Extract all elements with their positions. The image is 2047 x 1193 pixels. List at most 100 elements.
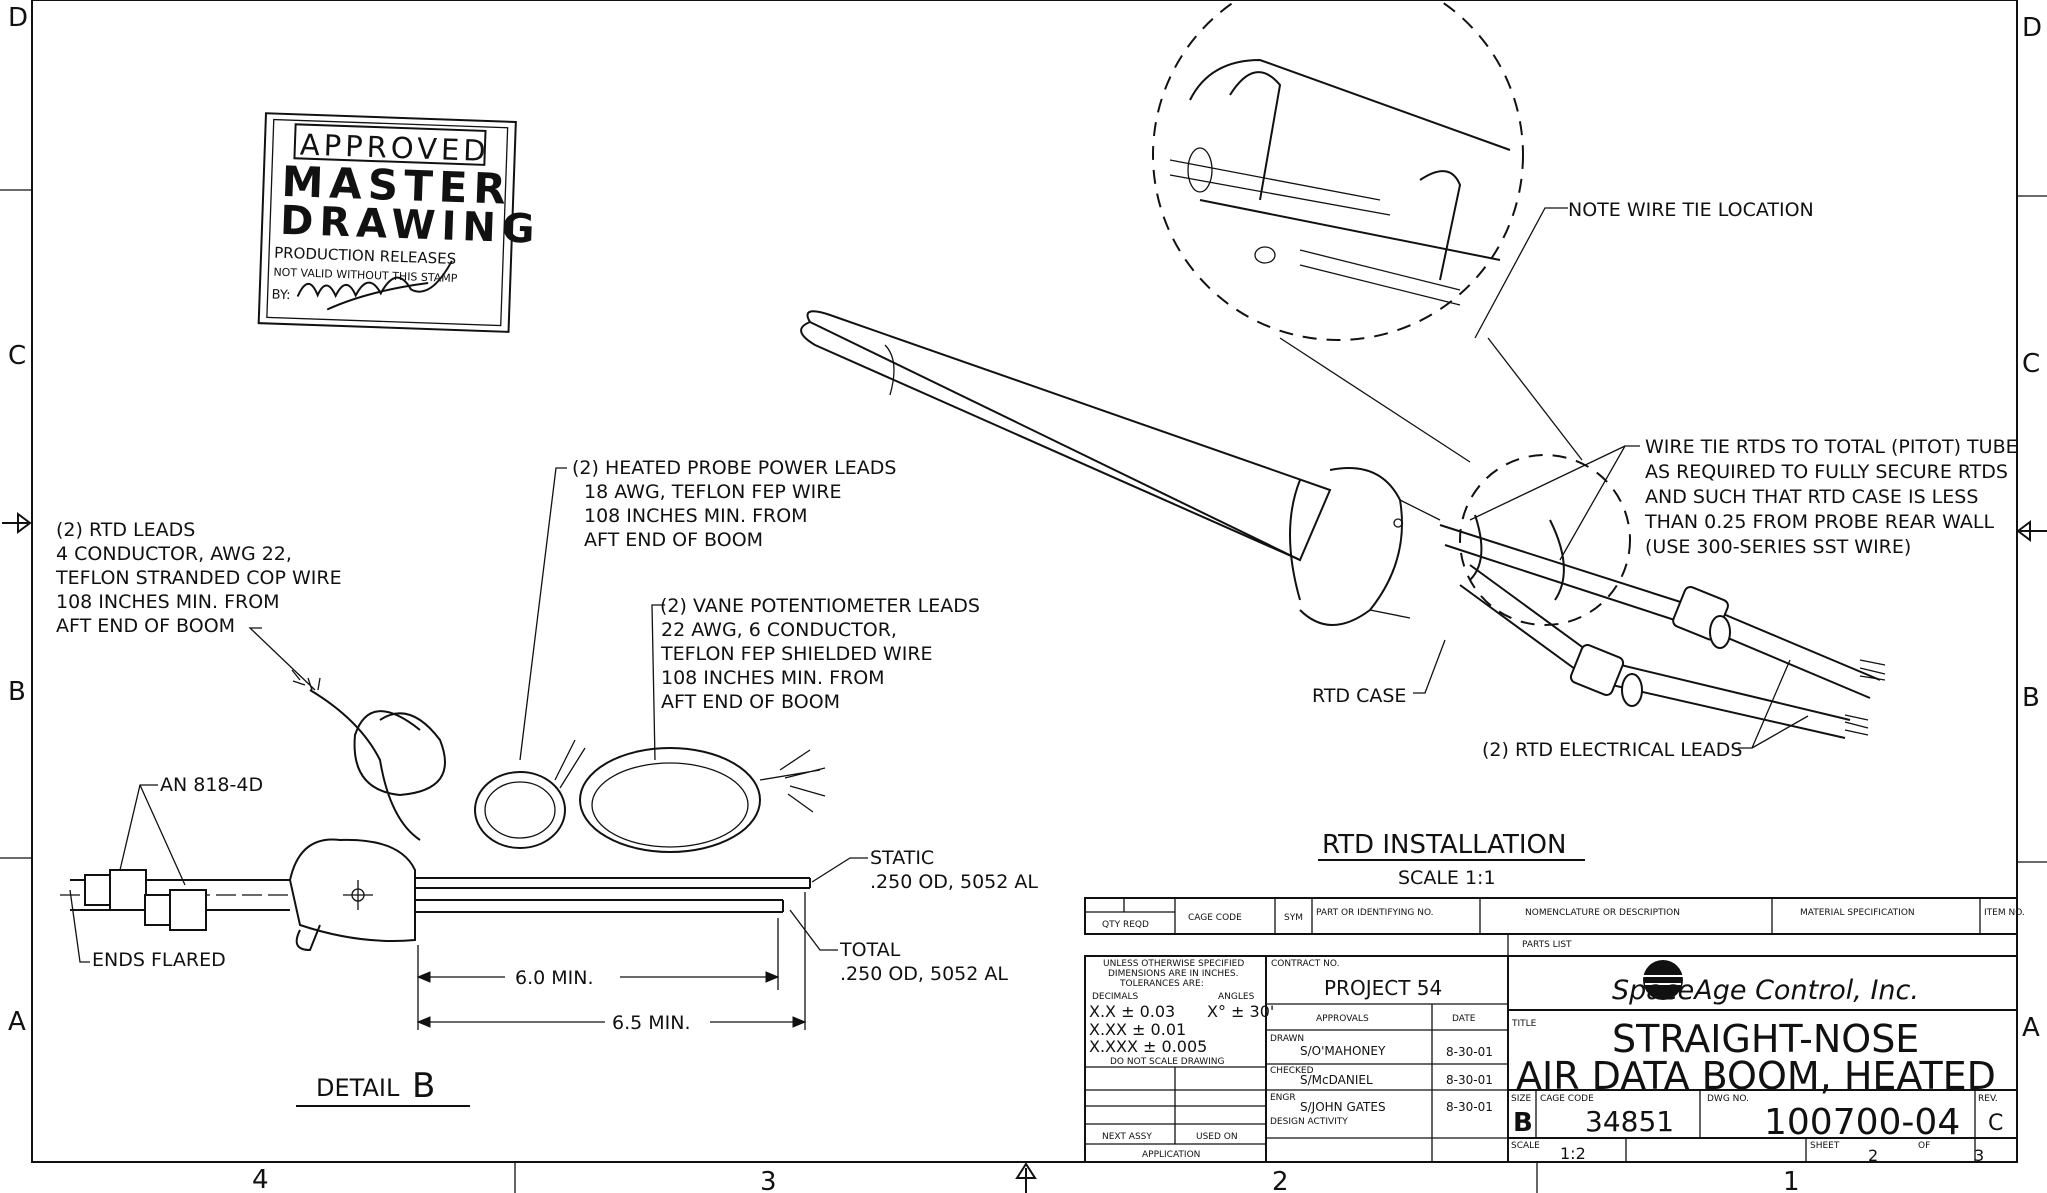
callout-vane-pot-line-2: 22 AWG, 6 CONDUCTOR,: [661, 619, 897, 641]
cage-label: CAGE CODE: [1540, 1094, 1594, 1104]
parts-header-material: MATERIAL SPECIFICATION: [1800, 908, 1915, 918]
title-line-1: STRAIGHT-NOSE: [1612, 1017, 1919, 1061]
parts-header-nomenclature: NOMENCLATURE OR DESCRIPTION: [1525, 908, 1680, 918]
callout-heated-probe-leads: (2) HEATED PROBE POWER LEADS 18 AWG, TEF…: [572, 457, 896, 551]
drawn-label: DRAWN: [1270, 1034, 1304, 1044]
tol-note-3: TOLERANCES ARE:: [1119, 979, 1204, 989]
of-value: 3: [1974, 1146, 1984, 1165]
callout-wire-tie-rtds-line-5: (USE 300-SERIES SST WIRE): [1645, 536, 1911, 558]
stamp-signature: [296, 260, 453, 311]
stamp-line-drawing: DRAWING: [279, 198, 541, 253]
callout-heated-probe-line-4: AFT END OF BOOM: [584, 529, 763, 551]
callout-rtd-electrical-leads: (2) RTD ELECTRICAL LEADS: [1482, 739, 1743, 761]
callout-heated-probe-line-2: 18 AWG, TEFLON FEP WIRE: [584, 481, 841, 503]
zone-row-b-right: B: [2022, 683, 2040, 713]
dimension-6-min: 6.0 MIN.: [515, 967, 594, 989]
zone-row-a-right: A: [2022, 1013, 2040, 1043]
size-value: B: [1513, 1108, 1533, 1138]
stamp-line-approved: APPROVED: [299, 127, 490, 168]
approved-master-drawing-stamp: APPROVED MASTER DRAWING PRODUCTION RELEA…: [257, 112, 541, 333]
parts-list: QTY REQD CAGE CODE SYM PART OR IDENTIFYI…: [1084, 897, 2025, 956]
sheet-value: 2: [1868, 1146, 1878, 1165]
callout-wire-tie-rtds-line-2: AS REQUIRED TO FULLY SECURE RTDS: [1645, 461, 2008, 483]
callout-static-line-2: .250 OD, 5052 AL: [870, 871, 1038, 893]
application-label: APPLICATION: [1142, 1150, 1200, 1160]
company-logo-text: SpaceAge: [1612, 975, 1747, 1006]
zone-labels: D C B A D C B A 4 3 2 1: [8, 3, 2042, 1193]
date-label: DATE: [1452, 1014, 1476, 1024]
detail-circle-small: [1459, 454, 1631, 626]
zone-col-3: 3: [760, 1167, 777, 1193]
tol-decimals-label: DECIMALS: [1092, 992, 1138, 1002]
callout-rtd-case: RTD CASE: [1312, 685, 1406, 707]
contract-value: PROJECT 54: [1324, 976, 1442, 1000]
callout-rtd-leads-line-3: TEFLON STRANDED COP WIRE: [55, 567, 342, 589]
stamp-line-notvalid: NOT VALID WITHOUT THIS STAMP: [273, 266, 458, 285]
callout-vane-pot-line-5: AFT END OF BOOM: [661, 691, 840, 713]
zone-col-2: 2: [1272, 1167, 1289, 1193]
stamp-line-master: MASTER: [281, 157, 513, 214]
parts-header-item: ITEM NO.: [1984, 908, 2025, 918]
rtd-installation-title: RTD INSTALLATION: [1322, 830, 1566, 860]
drawn-value: S/O'MAHONEY: [1300, 1044, 1386, 1058]
zone-row-d-left: D: [8, 3, 28, 33]
callout-an818: AN 818-4D: [160, 774, 263, 796]
rtd-installation-view: [800, 0, 1886, 739]
title-block: UNLESS OTHERWISE SPECIFIED DIMENSIONS AR…: [1084, 955, 2018, 1165]
callout-vane-pot-line-1: (2) VANE POTENTIOMETER LEADS: [660, 595, 980, 617]
callout-heated-probe-line-3: 108 INCHES MIN. FROM: [584, 505, 808, 527]
detail-b-leaders: [69, 467, 868, 963]
scale-label: SCALE: [1511, 1141, 1540, 1151]
zone-col-4: 4: [252, 1165, 269, 1193]
parts-header-part: PART OR IDENTIFYING NO.: [1316, 908, 1434, 918]
callout-ends-flared: ENDS FLARED: [92, 949, 226, 971]
callout-total-line-1: TOTAL: [839, 939, 901, 961]
parts-header-qty: QTY REQD: [1102, 920, 1149, 930]
detail-b-letter: B: [412, 1066, 435, 1106]
tol-x: X.X ± 0.03: [1089, 1002, 1175, 1021]
callout-wire-tie-location: NOTE WIRE TIE LOCATION: [1568, 199, 1814, 221]
callout-rtd-leads-line-2: 4 CONDUCTOR, AWG 22,: [56, 543, 292, 565]
zone-row-c-right: C: [2022, 349, 2040, 379]
parts-header-cage: CAGE CODE: [1188, 913, 1242, 923]
zone-col-1: 1: [1783, 1167, 1800, 1193]
rev-label: REV.: [1978, 1094, 1998, 1104]
company-name: SpaceAge Control, Inc.: [1612, 975, 1919, 1006]
dwg-label: DWG NO.: [1707, 1094, 1749, 1104]
tol-angle: X° ± 30': [1207, 1002, 1274, 1021]
rtd-installation-scale: SCALE 1:1: [1398, 867, 1496, 889]
callout-wire-tie-rtds-line-3: AND SUCH THAT RTD CASE IS LESS: [1645, 486, 1978, 508]
company-rest-text: Control, Inc.: [1747, 975, 1919, 1006]
callout-heated-probe-line-1: (2) HEATED PROBE POWER LEADS: [572, 457, 896, 479]
design-activity-label: DESIGN ACTIVITY: [1270, 1117, 1348, 1127]
callout-vane-pot-line-4: 108 INCHES MIN. FROM: [661, 667, 885, 689]
callout-vane-pot-line-3: TEFLON FEP SHIELDED WIRE: [660, 643, 933, 665]
stamp-sig-prefix: BY:: [271, 288, 290, 304]
approvals-label: APPROVALS: [1316, 1014, 1369, 1024]
zone-row-d-right: D: [2022, 13, 2042, 43]
title-line-2: AIR DATA BOOM, HEATED: [1516, 1054, 1996, 1098]
sheet-label: SHEET: [1810, 1141, 1840, 1151]
detail-circle-zoom: [1152, 0, 1524, 341]
engr-value: S/JOHN GATES: [1300, 1100, 1386, 1114]
engr-date: 8-30-01: [1446, 1100, 1493, 1114]
callout-rtd-leads-line-5: AFT END OF BOOM: [56, 615, 235, 637]
detail-b-prefix: DETAIL: [316, 1074, 400, 1102]
used-on-label: USED ON: [1196, 1132, 1238, 1142]
scale-value: 1:2: [1560, 1144, 1586, 1163]
contract-label: CONTRACT NO.: [1271, 959, 1339, 969]
callout-wire-tie-rtds-line-4: THAN 0.25 FROM PROBE REAR WALL: [1644, 511, 1994, 533]
tol-note-1: UNLESS OTHERWISE SPECIFIED: [1103, 959, 1244, 969]
callout-static-line-1: STATIC: [870, 847, 934, 869]
parts-header-sym: SYM: [1284, 913, 1303, 923]
next-assy-label: NEXT ASSY: [1102, 1132, 1152, 1142]
checked-date: 8-30-01: [1446, 1073, 1493, 1087]
zone-row-c-left: C: [8, 341, 26, 371]
callout-wire-tie-rtds: WIRE TIE RTDS TO TOTAL (PITOT) TUBE AS R…: [1644, 436, 2018, 558]
callout-rtd-leads-line-4: 108 INCHES MIN. FROM: [56, 591, 280, 613]
callout-wire-tie-rtds-line-1: WIRE TIE RTDS TO TOTAL (PITOT) TUBE: [1645, 436, 2018, 458]
of-label: OF: [1918, 1141, 1930, 1151]
drawn-date: 8-30-01: [1446, 1045, 1493, 1059]
zone-row-a-left: A: [8, 1007, 26, 1037]
